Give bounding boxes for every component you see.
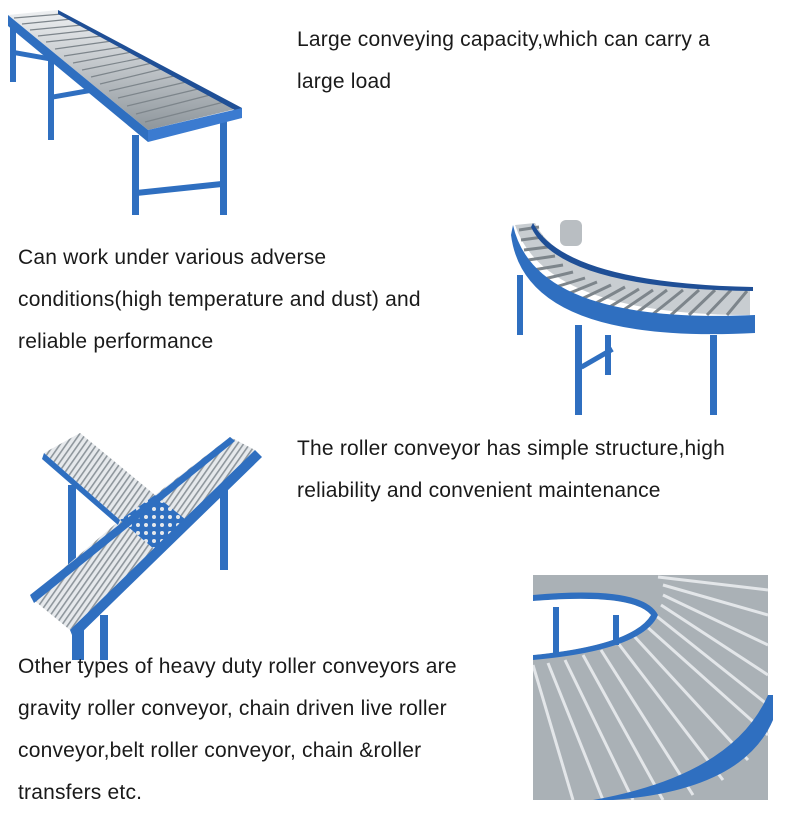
cross-transfer-roller-conveyor-image bbox=[30, 425, 270, 660]
feature-2-line-2: conditions(high temperature and dust) an… bbox=[18, 288, 421, 311]
feature-3-line-1: The roller conveyor has simple structure… bbox=[297, 437, 726, 460]
feature-1-line-2: large load bbox=[297, 70, 392, 93]
feature-2-line-3: reliable performance bbox=[18, 330, 214, 353]
feature-4-line-4: transfers etc. bbox=[18, 781, 143, 804]
feature-4-line-2: gravity roller conveyor, chain driven li… bbox=[18, 697, 447, 720]
feature-text-3: The roller conveyor has simple structure… bbox=[297, 428, 725, 512]
straight-roller-conveyor-image bbox=[0, 0, 250, 215]
feature-2-line-1: Can work under various adverse bbox=[18, 246, 327, 269]
feature-1-line-1: Large conveying capacity,which can carry… bbox=[297, 28, 711, 51]
circular-roller-conveyor-image bbox=[533, 575, 800, 800]
feature-text-1: Large conveying capacity,which can carry… bbox=[297, 19, 710, 103]
curved-roller-conveyor-image bbox=[505, 215, 765, 415]
feature-3-line-2: reliability and convenient maintenance bbox=[297, 479, 661, 502]
feature-text-4: Other types of heavy duty roller conveyo… bbox=[18, 646, 457, 814]
feature-4-line-1: Other types of heavy duty roller conveyo… bbox=[18, 655, 457, 678]
feature-text-2: Can work under various adverse condition… bbox=[18, 237, 421, 363]
feature-4-line-3: conveyor,belt roller conveyor, chain &ro… bbox=[18, 739, 422, 762]
